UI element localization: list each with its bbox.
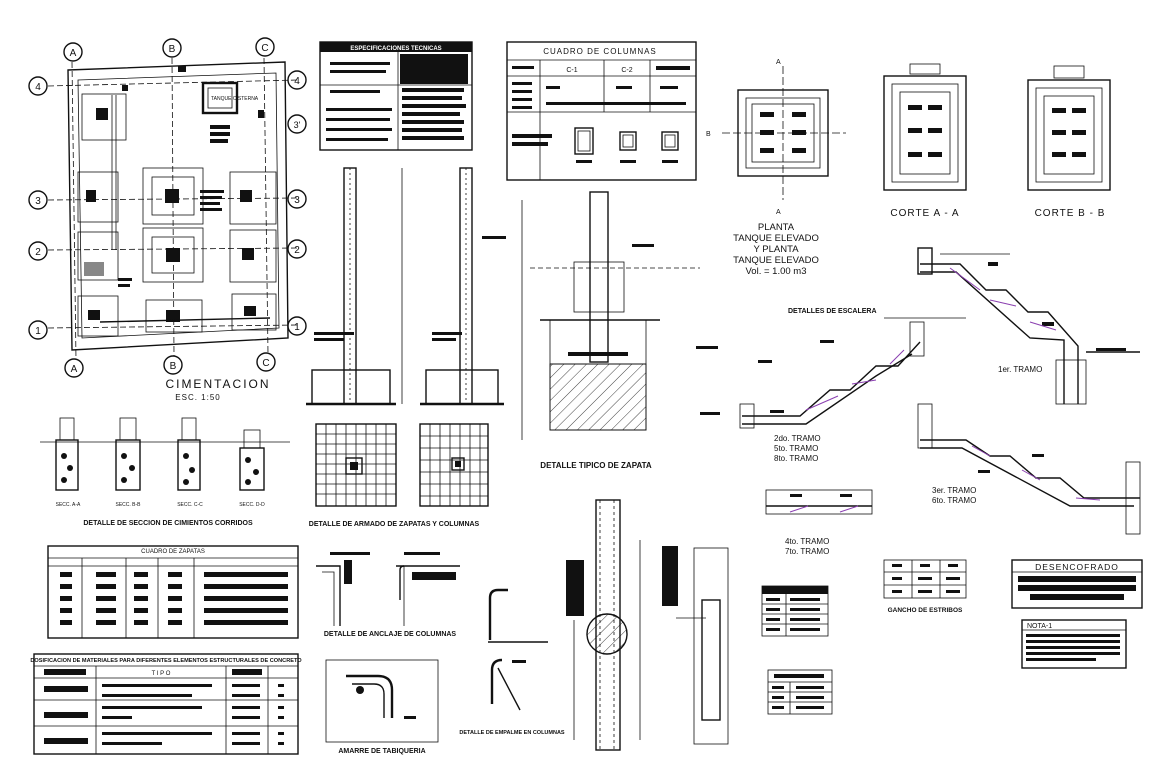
axis-1-left: 1 <box>35 326 41 337</box>
tramo-7-label: 7to. TRAMO <box>785 547 829 556</box>
col-c2-header: C-2 <box>621 67 632 74</box>
axis-a-bottom: A <box>71 364 78 375</box>
tank-caption-line-1: PLANTA <box>758 222 795 233</box>
empalme-detail <box>488 588 548 711</box>
small-table-1 <box>761 585 829 637</box>
tank-caption: PLANTA TANQUE ELEVADO Y PLANTA TANQUE EL… <box>733 222 819 277</box>
tank-caption-line-5: Vol. = 1.00 m3 <box>746 266 807 277</box>
axis-a-top: A <box>70 48 77 59</box>
tank-plan: A A B <box>706 59 846 216</box>
section-label-a: SECC. A-A <box>56 502 81 508</box>
tramo-8-label: 8to. TRAMO <box>774 454 818 463</box>
tabiqueria-title: AMARRE DE TABIQUERIA <box>338 748 425 755</box>
axis-4-right: 4 <box>294 76 300 87</box>
typical-footing-detail <box>482 191 720 440</box>
axis-2-left: 2 <box>35 247 41 258</box>
tank-axis-a-bottom: A <box>776 209 781 216</box>
tramo-1-label: 1er. TRAMO <box>998 365 1042 374</box>
tank-section-b-title: CORTE B - B <box>1035 208 1106 219</box>
specs-table: ESPECIFICACIONES TECNICAS <box>319 41 473 151</box>
axis-3-right: 3 <box>294 195 300 206</box>
zapatas-title: CUADRO DE ZAPATAS <box>141 549 205 555</box>
tramo-4-label: 4to. TRAMO <box>785 537 829 546</box>
tank-axis-a-top: A <box>776 59 781 66</box>
tank-section-b <box>1027 65 1111 191</box>
axis-4-left: 4 <box>35 82 41 93</box>
tank-axis-b: B <box>706 131 711 138</box>
anchoring-title: DETALLE DE ANCLAJE DE COLUMNAS <box>324 631 457 638</box>
stairs-title: DETALLES DE ESCALERA <box>788 308 877 315</box>
axis-3-left: 3 <box>35 196 41 207</box>
tank-caption-line-4: TANQUE ELEVADO <box>733 255 819 266</box>
section-label-d: SECC. D-D <box>239 502 265 508</box>
columns-table: CUADRO DE COLUMNAS C-1 C-2 <box>506 41 697 181</box>
specs-title: ESPECIFICACIONES TECNICAS <box>350 46 441 52</box>
desencofrado-title: DESENCOFRADO <box>1035 562 1119 572</box>
tramo-5-label: 5to. TRAMO <box>774 444 818 453</box>
axis-2-right: 2 <box>294 245 300 256</box>
tank-label: TANQUE CISTERNA <box>211 96 259 102</box>
zapata-armado-title: DETALLE DE ARMADO DE ZAPATAS Y COLUMNAS <box>309 521 480 528</box>
column-elevations <box>306 167 504 406</box>
estribos-title: GANCHO DE ESTRIBOS <box>888 607 963 614</box>
stairs-details <box>739 247 1141 535</box>
col-c1-header: C-1 <box>566 67 577 74</box>
plan-title: CIMENTACION <box>165 377 270 391</box>
anchoring-detail <box>316 552 460 626</box>
zapata-armado <box>315 423 489 507</box>
empalme-title: DETALLE DE EMPALME EN COLUMNAS <box>459 730 565 736</box>
axis-c-top: C <box>261 43 268 54</box>
section-label-b: SECC. B-B <box>115 502 141 508</box>
section-label-c: SECC. C-C <box>177 502 203 508</box>
axis-b-bottom: B <box>170 361 177 372</box>
foundation-plan: TANQUE CISTERNA <box>47 57 299 361</box>
nota-title: NOTA-1 <box>1027 623 1052 630</box>
plan-scale: ESC. 1:50 <box>175 393 220 402</box>
small-table-2 <box>767 669 833 715</box>
tank-section-a <box>883 63 967 191</box>
estribos-table <box>883 559 967 599</box>
materials-title: DOSIFICACION DE MATERIALES PARA DIFERENT… <box>30 658 302 664</box>
tramo-3-label: 3er. TRAMO <box>932 486 976 495</box>
materials-table: DOSIFICACION DE MATERIALES PARA DIFERENT… <box>30 653 302 755</box>
materials-tipo-header: T I P O <box>152 671 171 677</box>
central-column-detail <box>566 499 729 751</box>
nota-box <box>1021 619 1127 669</box>
tank-caption-line-3: Y PLANTA <box>753 244 799 255</box>
axis-1-right: 1 <box>294 322 300 333</box>
zapatas-table: CUADRO DE ZAPATAS <box>47 545 299 639</box>
tank-caption-line-2: TANQUE ELEVADO <box>733 233 819 244</box>
footing-title: DETALLE TIPICO DE ZAPATA <box>540 461 652 470</box>
columns-title: CUADRO DE COLUMNAS <box>543 47 657 56</box>
tabiqueria-detail <box>325 659 439 743</box>
foundation-sections <box>40 417 290 491</box>
axis-c-bottom: C <box>262 358 269 369</box>
tramo-2-label: 2do. TRAMO <box>774 434 821 443</box>
tramo-6-label: 6to. TRAMO <box>932 496 976 505</box>
desencofrado-box <box>1011 559 1143 609</box>
plan-axis-bubbles: A B C A B C 4 3 2 1 4 3' 3 2 1 <box>28 37 307 378</box>
axis-b-top: B <box>169 44 176 55</box>
tank-section-a-title: CORTE A - A <box>890 208 959 219</box>
axis-3p-right: 3' <box>294 120 301 130</box>
sections-title: DETALLE DE SECCION DE CIMIENTOS CORRIDOS <box>83 520 253 527</box>
